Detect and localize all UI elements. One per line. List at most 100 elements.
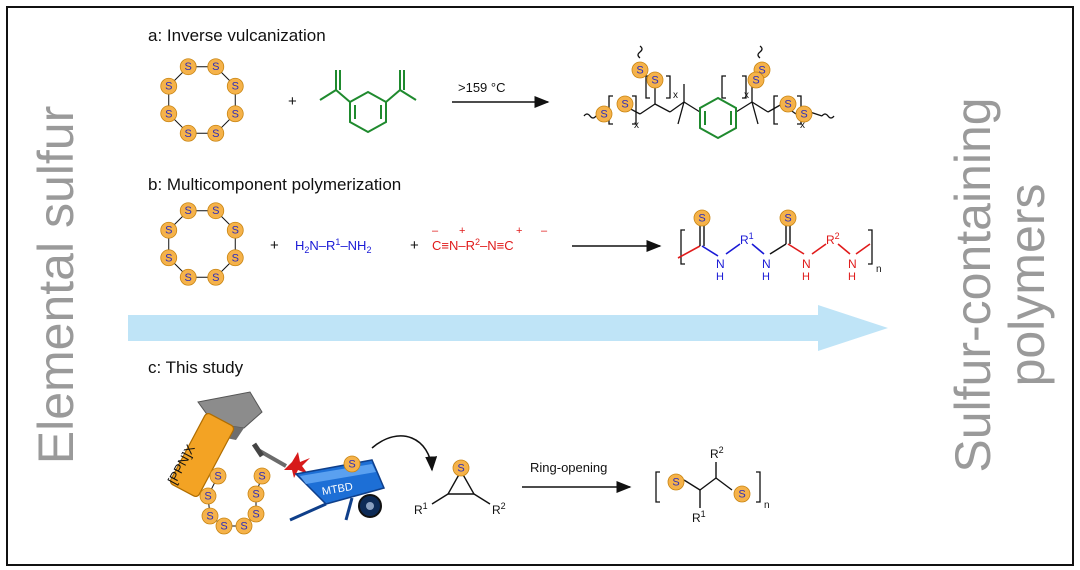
svg-text:S: S (232, 81, 239, 93)
sulfur-atom: S (247, 505, 265, 523)
svg-text:S: S (220, 521, 227, 533)
svg-text:S: S (784, 99, 791, 111)
sulfur-atom: S (201, 507, 219, 525)
x-subscript: x (800, 120, 805, 131)
svg-text:N: N (716, 257, 725, 271)
sulfur-atom: S (693, 209, 711, 227)
svg-text:S: S (212, 61, 219, 73)
panel-a-label: a: Inverse vulcanization (148, 26, 326, 45)
svg-text:S: S (232, 108, 239, 120)
sulfur-atom: S (226, 77, 244, 95)
x-subscript: x (634, 120, 639, 131)
diisocyanide-formula: C≡N–R2–N≡C – + + – (432, 225, 548, 253)
svg-text:N: N (762, 257, 771, 271)
svg-text:S: S (600, 109, 607, 121)
sulfur-atom: S (747, 71, 765, 89)
sulfur-atom: S (595, 105, 613, 123)
x-subscript: x (744, 90, 749, 101)
svg-text:S: S (165, 252, 172, 264)
diamine-formula: H2N–R1–NH2 (295, 237, 371, 255)
svg-text:–: – (541, 225, 548, 237)
svg-text:R1: R1 (414, 501, 428, 517)
svg-text:S: S (212, 205, 219, 217)
sulfur-atom: S (207, 124, 225, 142)
svg-text:S: S (752, 75, 759, 87)
svg-text:S: S (206, 511, 213, 523)
svg-text:H2N–R1–NH2: H2N–R1–NH2 (295, 237, 371, 255)
svg-text:S: S (758, 65, 765, 77)
sulfur-atom: S (179, 124, 197, 142)
svg-text:S: S (185, 205, 192, 217)
svg-text:S: S (800, 109, 807, 121)
sulfur-atom: S (207, 202, 225, 220)
sulfur-atom: S (646, 71, 664, 89)
polythioether-product: R1 R2 n SS (655, 445, 770, 525)
svg-text:S: S (165, 108, 172, 120)
svg-text:S: S (636, 65, 643, 77)
condition-label-a: >159 °C (458, 80, 505, 95)
svg-text:S: S (784, 213, 791, 225)
svg-text:S: S (698, 213, 705, 225)
svg-text:S: S (232, 252, 239, 264)
plus-sign-a: + (288, 93, 297, 110)
thiirane-molecule: R1 R2 S (414, 459, 506, 517)
svg-text:S: S (348, 459, 355, 471)
sulfur-atom: S (343, 455, 361, 473)
n-subscript-c: n (764, 500, 770, 511)
svg-text:S: S (165, 225, 172, 237)
svg-text:S: S (457, 463, 464, 475)
svg-text:S: S (204, 491, 211, 503)
sulfur-atom: S (779, 209, 797, 227)
sulfur-atom: S (616, 95, 634, 113)
svg-text:S: S (185, 128, 192, 140)
svg-text:H: H (762, 271, 770, 283)
svg-text:S: S (252, 489, 259, 501)
big-transition-arrow (128, 305, 888, 351)
svg-text:S: S (165, 81, 172, 93)
sulfur-atom: S (795, 105, 813, 123)
svg-text:R1: R1 (692, 509, 706, 525)
sulfur-atom: S (733, 485, 751, 503)
sulfur-atom: S (235, 517, 253, 535)
svg-text:R2: R2 (492, 501, 506, 517)
svg-text:S: S (621, 99, 628, 111)
sulfur-atom: S (247, 485, 265, 503)
sulfur-atom: S (215, 517, 233, 535)
svg-text:S: S (212, 272, 219, 284)
svg-text:S: S (185, 272, 192, 284)
svg-text:S: S (185, 61, 192, 73)
svg-text:H: H (716, 271, 724, 283)
svg-text:S: S (252, 509, 259, 521)
svg-text:C≡N–R2–N≡C: C≡N–R2–N≡C (432, 237, 514, 253)
sulfur-atom: S (226, 221, 244, 239)
sulfur-atom: S (207, 268, 225, 286)
svg-text:S: S (651, 75, 658, 87)
panel-c-label: c: This study (148, 358, 244, 377)
sulfur-atom: S (160, 221, 178, 239)
sulfur-atom: S (160, 249, 178, 267)
sulfur-atom: S (160, 105, 178, 123)
svg-text:S: S (212, 128, 219, 140)
sulfur-atom: S (199, 487, 217, 505)
svg-text:+: + (459, 225, 465, 237)
sulfur-atom: S (226, 249, 244, 267)
nail-spark-icon (251, 442, 310, 478)
svg-text:–: – (432, 225, 439, 237)
sulfur-atom: S (179, 268, 197, 286)
sulfur-atom: S (452, 459, 470, 477)
sulfur-atom: S (179, 202, 197, 220)
wheelbarrow-icon: MTBD S (289, 455, 386, 522)
svg-text:S: S (214, 471, 221, 483)
sulfur-atom: S (779, 95, 797, 113)
x-subscript: x (673, 90, 678, 101)
sulfur-atom: S (226, 105, 244, 123)
sulfur-atom: S (209, 467, 227, 485)
panel-b-label: b: Multicomponent polymerization (148, 175, 402, 194)
svg-text:S: S (672, 477, 679, 489)
svg-text:H: H (802, 271, 810, 283)
